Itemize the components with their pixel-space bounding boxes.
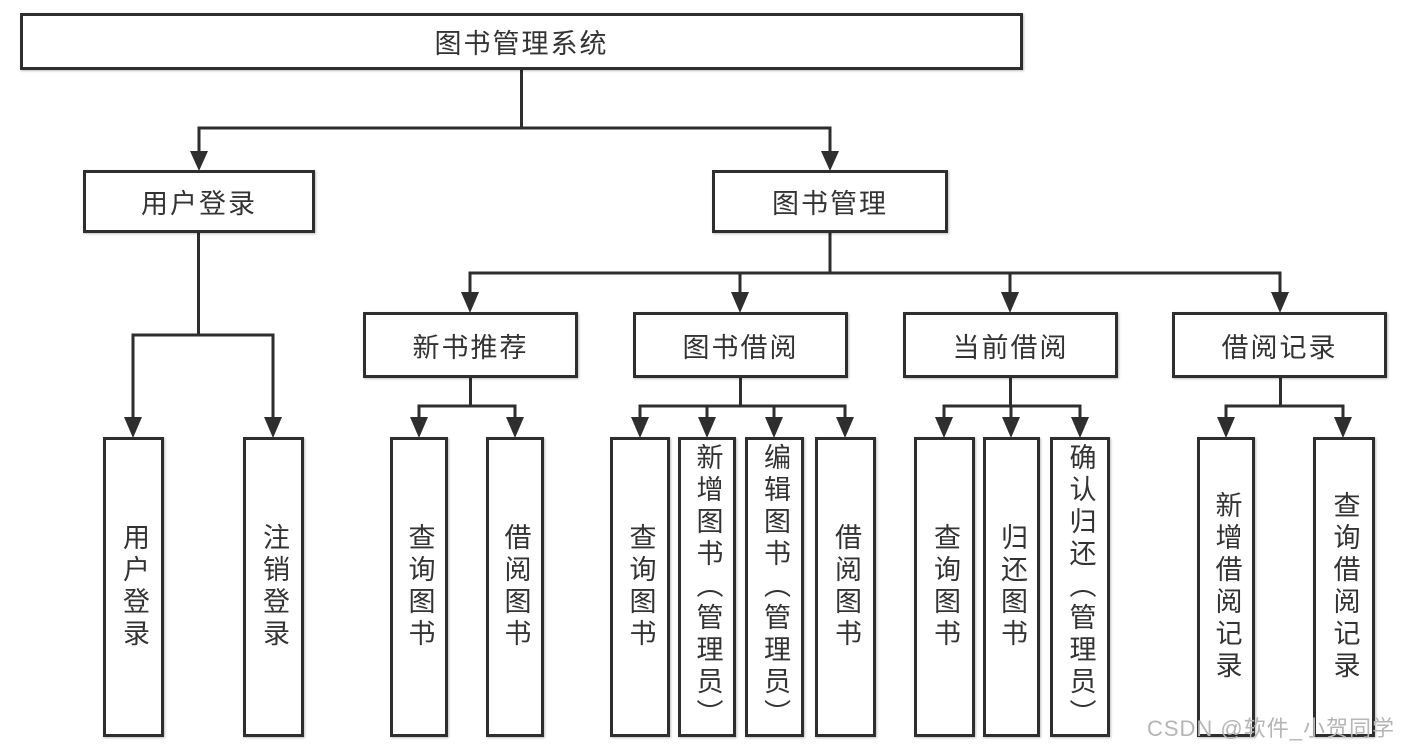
- leaf-logout: 注销登录: [243, 437, 304, 737]
- node-book-borrow: 图书借阅: [633, 312, 848, 378]
- node-library-management-system: 图书管理系统: [20, 13, 1023, 70]
- node-label: 当前借阅: [952, 332, 1069, 363]
- leaf-user-login: 用户登录: [103, 437, 164, 737]
- node-label: 图书管理: [772, 189, 888, 219]
- node-label: 用户登录: [141, 189, 257, 219]
- leaf-return-books: 归还图书: [983, 437, 1040, 737]
- node-current-borrow: 当前借阅: [903, 312, 1118, 378]
- leaf-borrow-books-newbook: 借阅图书: [486, 437, 544, 737]
- node-label: 图书管理系统: [434, 29, 609, 59]
- leaf-label: 归还图书: [997, 523, 1027, 651]
- leaf-confirm-return-admin: 确认归还（管理员）: [1050, 437, 1110, 737]
- leaf-label: 借阅图书: [500, 523, 531, 651]
- leaf-query-books-newbook: 查询图书: [390, 437, 448, 737]
- leaf-label: 查询图书: [930, 523, 960, 651]
- leaf-query-books-borrow: 查询图书: [610, 437, 670, 737]
- leaf-label: 查询图书: [404, 523, 435, 651]
- leaf-label: 借阅图书: [831, 523, 861, 651]
- leaf-label: 查询图书: [625, 523, 656, 651]
- leaf-label: 编辑图书（管理员）: [760, 443, 790, 731]
- csdn-watermark: CSDN @软件_小贺同学: [1146, 716, 1395, 741]
- node-user-login: 用户登录: [83, 170, 315, 233]
- leaf-label: 查询借阅记录: [1329, 491, 1360, 683]
- leaf-edit-books-admin: 编辑图书（管理员）: [745, 437, 804, 737]
- node-label: 借阅记录: [1221, 332, 1338, 363]
- leaf-label: 用户登录: [119, 523, 149, 651]
- leaf-label: 确认归还（管理员）: [1065, 443, 1096, 731]
- leaf-label: 新增图书（管理员）: [692, 443, 723, 731]
- node-label: 图书借阅: [682, 332, 799, 363]
- node-new-book-recommend: 新书推荐: [363, 312, 578, 378]
- leaf-add-books-admin: 新增图书（管理员）: [678, 437, 736, 737]
- node-label: 新书推荐: [412, 332, 529, 363]
- leaf-label: 新增借阅记录: [1211, 491, 1242, 683]
- leaf-label: 注销登录: [259, 523, 289, 651]
- leaf-borrow-books-borrow: 借阅图书: [815, 437, 876, 737]
- leaf-add-borrow-record: 新增借阅记录: [1197, 437, 1255, 737]
- leaf-query-borrow-record: 查询借阅记录: [1313, 437, 1375, 737]
- node-borrow-records: 借阅记录: [1172, 312, 1387, 378]
- leaf-query-books-current: 查询图书: [914, 437, 975, 737]
- node-book-management: 图书管理: [712, 170, 948, 233]
